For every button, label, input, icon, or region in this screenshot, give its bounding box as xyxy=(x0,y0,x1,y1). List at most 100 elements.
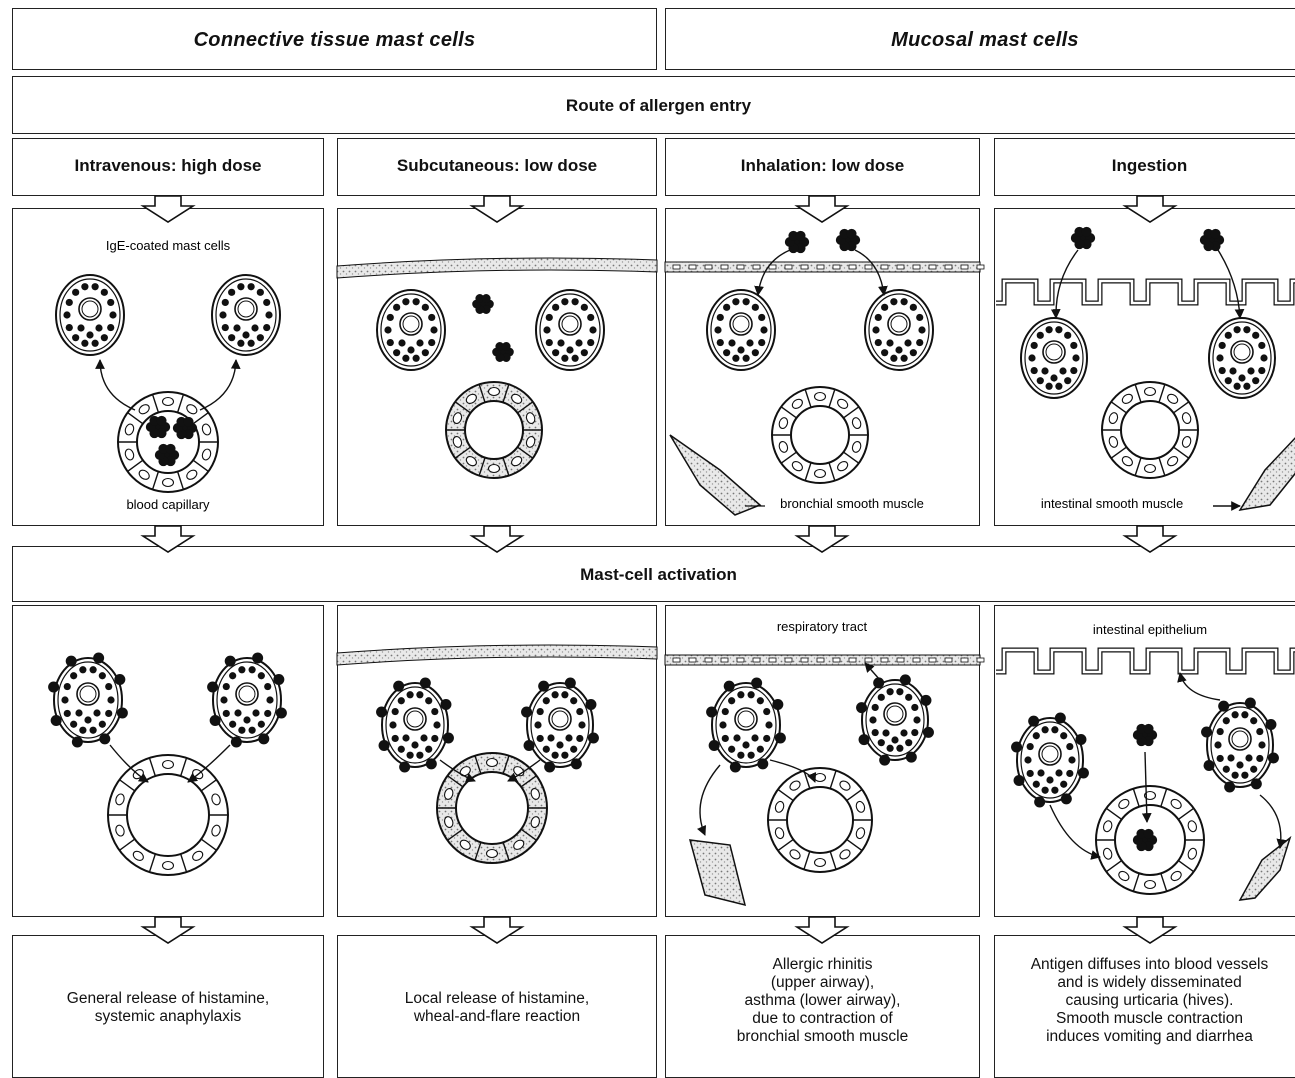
granule xyxy=(877,693,885,701)
endothelial-nucleus xyxy=(124,448,135,461)
granule xyxy=(1026,742,1034,751)
granule xyxy=(389,721,397,729)
capillary-cell-border xyxy=(1134,457,1142,476)
endothelial-nucleus xyxy=(530,816,540,828)
granule xyxy=(1041,786,1049,794)
granule xyxy=(393,349,401,357)
granule xyxy=(1258,341,1266,350)
granule xyxy=(542,745,550,753)
outcome-text-inhalation: Allergic rhinitis (upper airway), asthma… xyxy=(666,956,979,1046)
granule xyxy=(872,326,880,334)
granule xyxy=(580,349,588,357)
endothelial-nucleus xyxy=(1167,456,1179,467)
outcome-box-inhalation: Allergic rhinitis (upper airway), asthma… xyxy=(665,935,980,1078)
endothelial-nucleus xyxy=(487,463,501,474)
capillary-cell-border xyxy=(180,853,188,873)
granule xyxy=(714,326,722,334)
endothelial-nucleus xyxy=(161,396,175,407)
granule xyxy=(79,666,87,674)
granule xyxy=(63,311,71,319)
mast-cell xyxy=(1020,317,1088,399)
endothelial-nucleus xyxy=(1102,820,1113,833)
mast-cell-inner-membrane xyxy=(215,278,277,352)
granule xyxy=(1247,367,1255,375)
granule xyxy=(1252,331,1260,339)
mast-cell-nucleus-inner xyxy=(1233,343,1251,361)
skin-layer xyxy=(336,644,658,666)
mast-cell xyxy=(1208,317,1276,399)
granule xyxy=(266,696,274,704)
bound-antigen xyxy=(899,674,911,686)
antigen-lobe xyxy=(165,443,176,454)
capillary-cell-border xyxy=(200,779,217,792)
outcome-line: Allergic rhinitis xyxy=(772,956,873,973)
mast-cell xyxy=(521,677,599,773)
mast-cell-nucleus-inner xyxy=(737,710,755,728)
granule xyxy=(91,339,99,347)
granule xyxy=(221,298,229,307)
granule xyxy=(871,728,879,737)
capillary-cell-border xyxy=(478,457,486,476)
granule xyxy=(896,688,904,696)
antigen-lobe xyxy=(501,353,511,362)
route-band: Route of allergen entry xyxy=(12,76,1295,134)
granule xyxy=(242,331,250,339)
granule xyxy=(421,349,429,357)
outcome-line: (upper airway), xyxy=(770,974,875,991)
epithelium-cell xyxy=(864,264,873,270)
capillary-cell-border xyxy=(127,459,144,472)
mast-cell-nucleus-inner xyxy=(732,315,750,333)
outcome-line: induces vomiting and diarrhea xyxy=(1046,1028,1253,1045)
granule xyxy=(1028,354,1036,362)
granule xyxy=(877,739,885,747)
capillary-cell-border xyxy=(777,838,794,852)
epithelium-cell xyxy=(704,264,713,270)
bound-antigen xyxy=(570,758,582,770)
granule xyxy=(909,303,917,311)
endothelial-nucleus xyxy=(132,850,144,861)
down-arrow xyxy=(794,916,850,944)
mast-cell-inner-membrane xyxy=(710,293,772,367)
granule xyxy=(238,726,246,734)
antigen-lobe xyxy=(475,294,485,303)
down-arrow xyxy=(140,525,196,553)
granule xyxy=(1258,741,1266,749)
granule xyxy=(1068,756,1076,764)
endothelial-nucleus xyxy=(1181,412,1192,425)
granule xyxy=(398,339,406,347)
granule xyxy=(1216,754,1224,763)
granule xyxy=(882,729,890,737)
mast-cell-inner-membrane xyxy=(380,293,442,367)
bound-antigen xyxy=(873,677,885,689)
capillary-cell-border xyxy=(454,446,471,459)
granule xyxy=(1070,341,1078,350)
granule xyxy=(747,691,755,699)
capillary xyxy=(445,381,543,479)
granule xyxy=(391,734,399,743)
granule xyxy=(1051,726,1059,734)
endothelial-nucleus xyxy=(1143,790,1157,801)
granule xyxy=(765,721,773,729)
endothelial-nucleus xyxy=(485,757,499,768)
capillary-cell-border xyxy=(843,406,860,419)
outcome-line: causing urticaria (hives). xyxy=(1065,992,1234,1009)
mast-cell-nucleus-inner xyxy=(406,710,424,728)
granule xyxy=(561,691,569,699)
outcome-line: asthma (lower airway), xyxy=(744,992,901,1009)
mast-cell xyxy=(1201,697,1279,793)
granule xyxy=(1250,717,1258,725)
bound-antigen xyxy=(275,707,287,719)
endothelial-nucleus xyxy=(138,404,150,415)
epithelium-cell xyxy=(672,264,681,270)
capillary-cell-border xyxy=(803,770,811,789)
antigen-lobe xyxy=(495,342,505,351)
granule xyxy=(247,339,255,347)
epithelium-cell xyxy=(704,657,713,663)
bound-antigen xyxy=(99,733,111,745)
epithelium-cell xyxy=(736,264,745,270)
granule xyxy=(84,716,92,724)
granule xyxy=(886,339,894,347)
endothelial-nucleus xyxy=(530,788,540,800)
granule xyxy=(1064,331,1072,339)
granule xyxy=(98,672,106,680)
